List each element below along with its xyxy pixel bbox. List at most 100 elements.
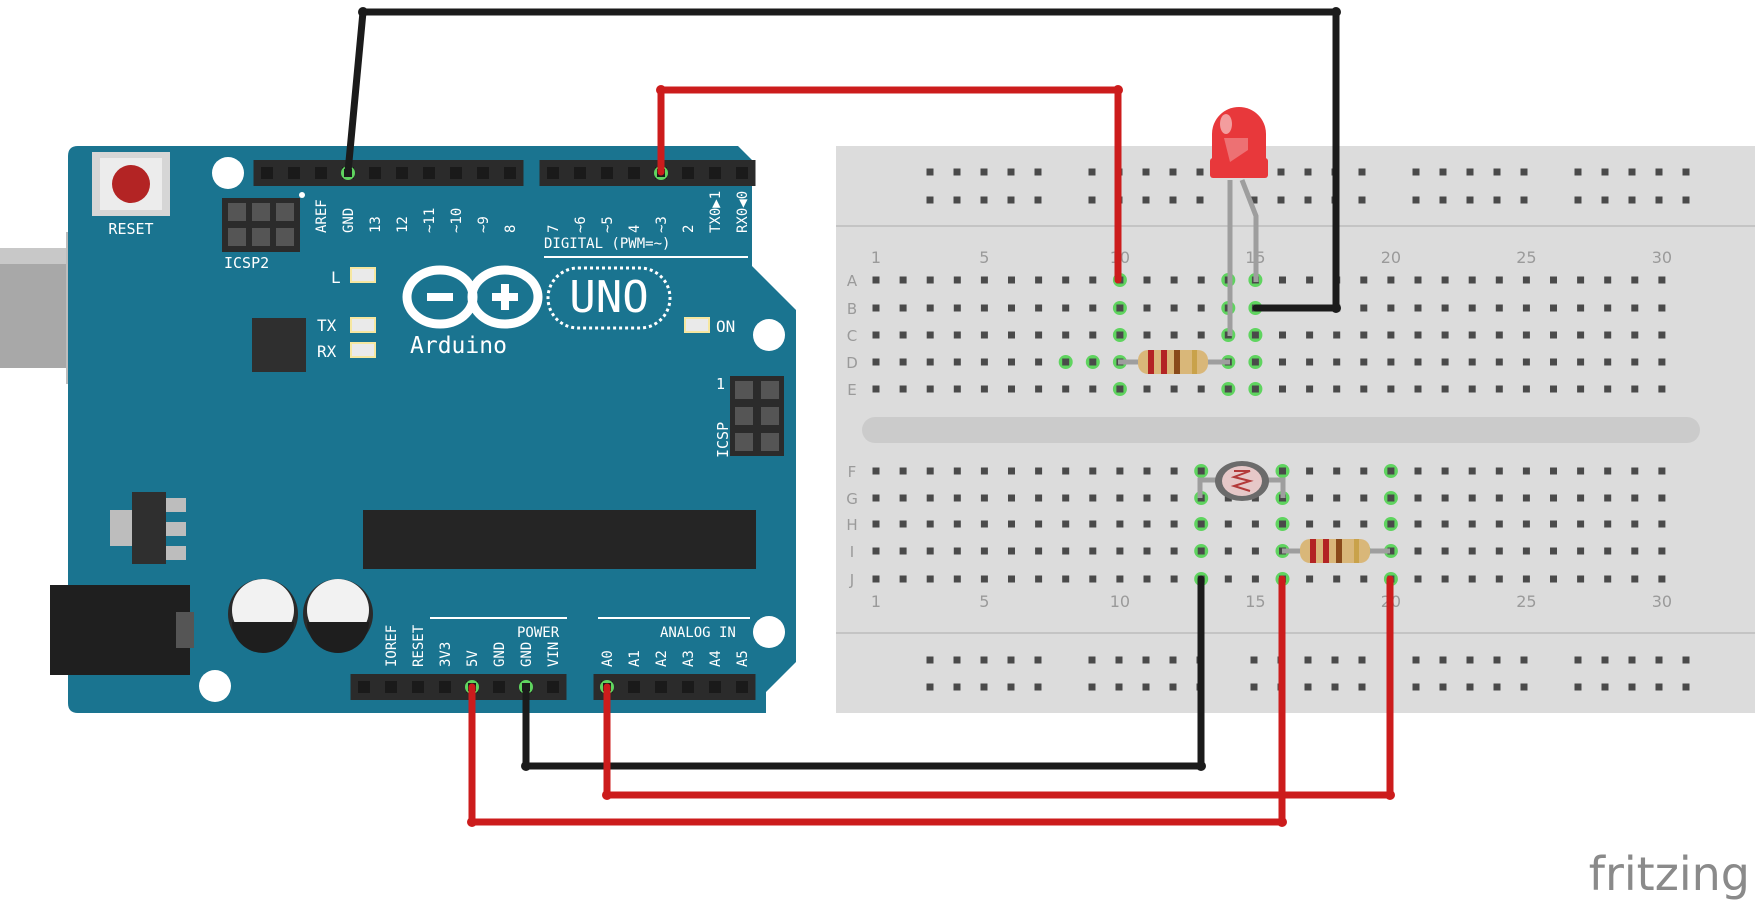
breadboard-hole xyxy=(872,575,880,583)
breadboard-hole xyxy=(1142,656,1150,664)
usb-chip xyxy=(252,318,306,372)
breadboard-hole xyxy=(1495,304,1503,312)
breadboard-hole xyxy=(1414,304,1422,312)
breadboard-hole xyxy=(1008,467,1015,475)
breadboard-hole xyxy=(1275,464,1290,478)
wire-d3-led xyxy=(657,86,1122,284)
pin-label: ~6 xyxy=(573,216,589,233)
pin-label: ~9 xyxy=(476,216,492,233)
breadboard-hole xyxy=(980,683,988,691)
led-on-label: ON xyxy=(716,317,735,336)
breadboard-hole xyxy=(980,168,988,176)
icsp2-label: ICSP2 xyxy=(224,254,269,272)
breadboard-hole xyxy=(1007,196,1015,204)
digital-header-right xyxy=(539,160,756,186)
breadboard-hole xyxy=(1468,575,1476,583)
pin-label: VIN xyxy=(546,642,562,667)
breadboard-hole xyxy=(953,547,961,555)
breadboard-hole xyxy=(1631,304,1639,312)
breadboard-hole xyxy=(1062,276,1070,284)
breadboard-hole xyxy=(1604,331,1612,339)
breadboard-hole xyxy=(1604,304,1612,312)
breadboard-hole xyxy=(1360,467,1368,475)
breadboard-hole xyxy=(1631,547,1639,555)
pin-label: A3 xyxy=(681,650,697,667)
breadboard-hole xyxy=(1387,304,1395,312)
breadboard-hole xyxy=(1279,331,1286,339)
breadboard-hole xyxy=(1522,304,1530,312)
breadboard-hole xyxy=(1279,358,1286,366)
breadboard-hole xyxy=(1248,328,1263,342)
breadboard-hole xyxy=(1658,547,1666,555)
breadboard-hole xyxy=(1441,494,1449,502)
breadboard-hole xyxy=(1414,575,1422,583)
breadboard-hole xyxy=(1277,168,1285,176)
breadboard-hole xyxy=(953,520,961,528)
breadboard-hole xyxy=(1574,683,1582,691)
pin-label: A2 xyxy=(654,650,670,667)
breadboard-column-label: 30 xyxy=(1652,248,1672,267)
breadboard-hole xyxy=(1414,520,1422,528)
breadboard-hole xyxy=(899,304,907,312)
breadboard-hole xyxy=(980,276,988,284)
breadboard-hole xyxy=(1275,517,1290,531)
breadboard-hole xyxy=(1631,494,1639,502)
breadboard-hole xyxy=(1034,196,1042,204)
pin-label: 13 xyxy=(368,216,384,233)
breadboard-hole xyxy=(1360,331,1368,339)
icsp2-header xyxy=(222,192,305,252)
breadboard-hole xyxy=(1008,276,1015,284)
breadboard-hole xyxy=(1008,385,1015,393)
breadboard-hole xyxy=(1550,276,1557,284)
breadboard-hole xyxy=(1143,467,1151,475)
breadboard-hole xyxy=(1306,385,1314,393)
breadboard-hole xyxy=(1116,494,1124,502)
breadboard-hole xyxy=(1520,656,1528,664)
breadboard-hole xyxy=(1550,331,1557,339)
breadboard-hole xyxy=(1495,520,1503,528)
breadboard-hole xyxy=(1493,168,1501,176)
breadboard-column-label: 1 xyxy=(871,592,881,611)
pin-label: 12 xyxy=(395,216,411,233)
breadboard-hole xyxy=(1143,304,1151,312)
breadboard-hole xyxy=(1604,547,1612,555)
reset-button-knob[interactable] xyxy=(112,165,150,203)
breadboard-hole xyxy=(926,168,934,176)
breadboard-hole xyxy=(1414,276,1422,284)
breadboard-hole xyxy=(1304,656,1312,664)
breadboard-hole xyxy=(1194,517,1209,531)
breadboard-hole xyxy=(899,575,907,583)
breadboard-hole xyxy=(1360,520,1368,528)
breadboard-hole xyxy=(1520,196,1528,204)
breadboard-row-label: I xyxy=(850,543,854,561)
breadboard-hole xyxy=(1035,547,1043,555)
breadboard-hole xyxy=(980,385,988,393)
breadboard-hole xyxy=(1550,520,1557,528)
breadboard-hole xyxy=(1112,382,1127,396)
breadboard-hole xyxy=(1143,385,1151,393)
pin-label: 2 xyxy=(681,225,697,233)
red-led xyxy=(1210,107,1268,178)
breadboard-column-label: 25 xyxy=(1516,248,1536,267)
breadboard-hole xyxy=(1358,168,1366,176)
breadboard-hole xyxy=(1495,547,1503,555)
breadboard-hole xyxy=(1604,385,1612,393)
breadboard-hole xyxy=(953,196,961,204)
breadboard-hole xyxy=(872,467,880,475)
breadboard-hole xyxy=(1468,331,1476,339)
breadboard-hole xyxy=(1035,331,1043,339)
led-leg-anode xyxy=(1239,179,1259,282)
led-rx xyxy=(350,342,376,358)
led-tx xyxy=(350,317,376,333)
pin-label: GND xyxy=(519,642,535,667)
breadboard-hole xyxy=(1088,656,1096,664)
breadboard-hole xyxy=(899,520,907,528)
breadboard-hole xyxy=(953,304,961,312)
breadboard-hole xyxy=(1089,276,1097,284)
pin-headers xyxy=(253,160,756,700)
breadboard-hole xyxy=(899,358,907,366)
breadboard-hole xyxy=(1655,683,1663,691)
breadboard-hole xyxy=(1143,575,1151,583)
pin-label: IOREF xyxy=(384,625,400,667)
breadboard-hole xyxy=(1331,656,1339,664)
